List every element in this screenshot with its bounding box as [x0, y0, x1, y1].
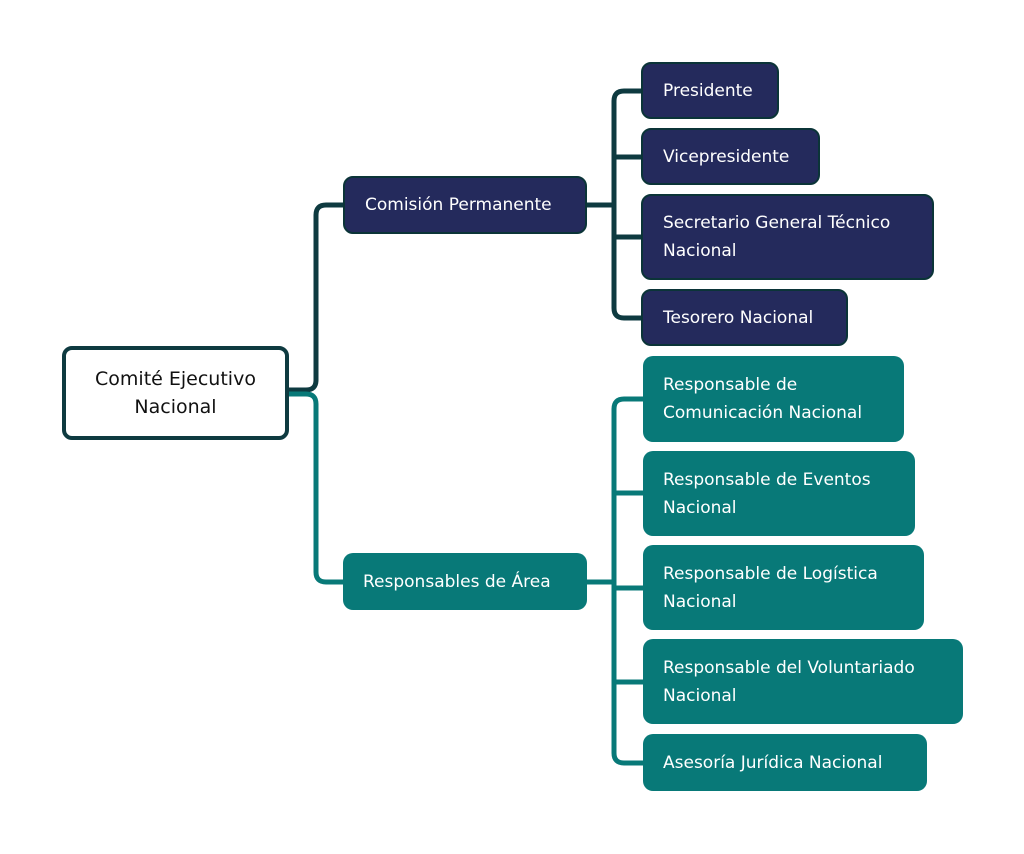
child-label: Responsable del Voluntariado Nacional: [663, 657, 915, 706]
connector-root-comision: [286, 202, 346, 393]
branch-node-responsables-de-area[interactable]: Responsables de Área: [343, 553, 587, 610]
child-label: Responsable de Logística Nacional: [663, 563, 878, 612]
connector-comision-vertical: [611, 88, 644, 321]
child-label: Tesorero Nacional: [663, 307, 814, 328]
child-node-tesorero[interactable]: Tesorero Nacional: [641, 289, 848, 346]
child-label: Secretario General Técnico Nacional: [663, 213, 891, 261]
connector-responsables-vertical: [611, 396, 646, 766]
child-node-logistica[interactable]: Responsable de Logística Nacional: [643, 545, 924, 630]
child-node-secretario-general[interactable]: Secretario General Técnico Nacional: [641, 194, 934, 280]
child-label: Vicepresidente: [663, 146, 790, 167]
child-node-presidente[interactable]: Presidente: [641, 62, 779, 119]
child-node-eventos[interactable]: Responsable de Eventos Nacional: [643, 451, 915, 536]
child-label: Asesoría Jurídica Nacional: [663, 752, 883, 773]
child-label: Presidente: [663, 80, 753, 101]
child-node-vicepresidente[interactable]: Vicepresidente: [641, 128, 820, 185]
connector-root-responsables: [286, 391, 346, 585]
branch-label: Comisión Permanente: [365, 195, 552, 215]
branch-label: Responsables de Área: [363, 571, 551, 592]
child-label: Responsable de Comunicación Nacional: [663, 375, 863, 423]
root-node[interactable]: Comité Ejecutivo Nacional: [62, 346, 289, 440]
child-node-comunicacion[interactable]: Responsable de Comunicación Nacional: [643, 356, 904, 442]
child-node-asesoria-juridica[interactable]: Asesoría Jurídica Nacional: [643, 734, 927, 791]
branch-node-comision-permanente[interactable]: Comisión Permanente: [343, 176, 587, 234]
child-node-voluntariado[interactable]: Responsable del Voluntariado Nacional: [643, 639, 963, 724]
root-label: Comité Ejecutivo Nacional: [95, 368, 256, 418]
child-label: Responsable de Eventos Nacional: [663, 469, 871, 518]
